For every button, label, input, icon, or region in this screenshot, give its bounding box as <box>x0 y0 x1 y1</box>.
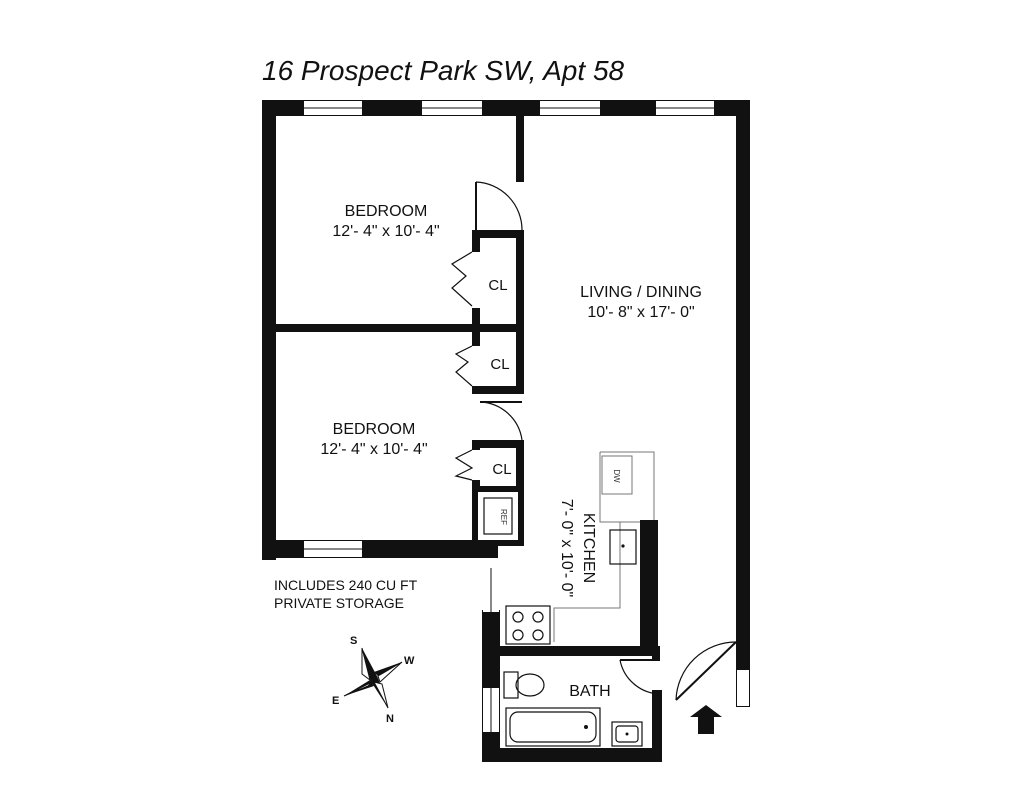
closet-doors <box>450 251 474 481</box>
compass-n: N <box>386 713 394 725</box>
compass-e: E <box>332 695 339 707</box>
kitchen-fixtures <box>483 451 655 645</box>
entry-arrow-icon <box>690 705 722 734</box>
kitchen-window <box>483 568 499 732</box>
bottom-window <box>304 541 362 557</box>
doors <box>475 181 737 701</box>
dishwasher-label: DW <box>612 469 621 483</box>
top-windows <box>304 101 714 115</box>
closet1-label: CL <box>488 277 507 294</box>
closet3-label: CL <box>492 461 511 478</box>
plan-title: 16 Prospect Park SW, Apt 58 <box>262 55 625 86</box>
bedroom1-name: BEDROOM <box>345 203 428 220</box>
storage-note-line2: PRIVATE STORAGE <box>274 595 404 611</box>
bedroom1-dims: 12'- 4" x 10'- 4" <box>332 223 439 240</box>
interior-walls <box>262 116 660 660</box>
living-name: LIVING / DINING <box>580 284 702 301</box>
compass-s: S <box>350 635 357 647</box>
bedroom2-name: BEDROOM <box>333 421 416 438</box>
bath-fixtures <box>503 671 643 747</box>
kitchen-dims: 7'- 0" x 10'- 0" <box>558 499 575 597</box>
refrigerator-label: REF <box>499 509 508 525</box>
bedroom2-dims: 12'- 4" x 10'- 4" <box>320 441 427 458</box>
bath-name: BATH <box>569 683 610 700</box>
kitchen-name: KITCHEN <box>580 513 597 583</box>
compass-w: W <box>404 655 415 667</box>
compass-icon <box>343 647 403 709</box>
storage-note-line1: INCLUDES 240 CU FT <box>274 577 418 593</box>
closet2-label: CL <box>490 356 509 373</box>
right-window <box>737 670 749 706</box>
living-dims: 10'- 8" x 17'- 0" <box>587 304 694 321</box>
